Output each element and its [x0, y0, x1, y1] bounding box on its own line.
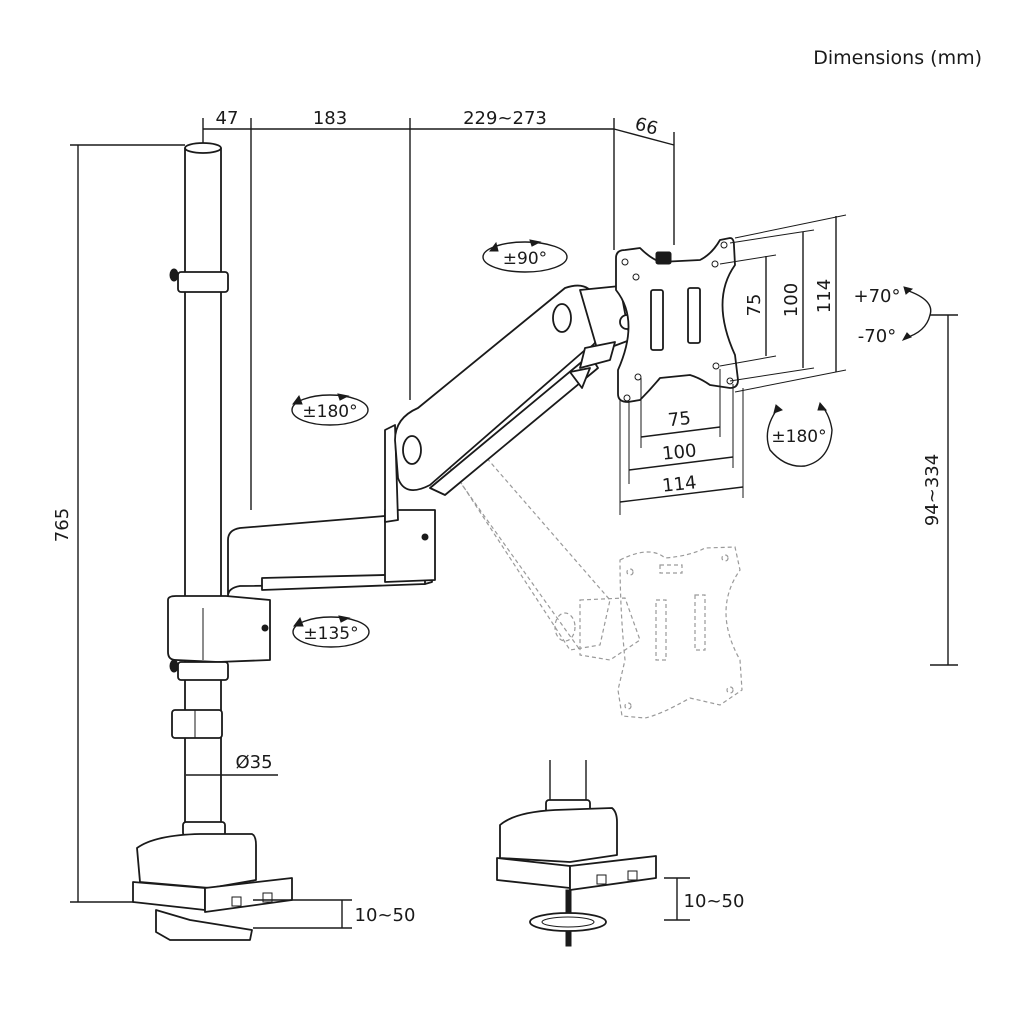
dim-total-height: 765 [52, 508, 73, 542]
dim-vesa-h-75: 75 [667, 408, 692, 431]
arm1-swivel-indicator: ±135° [292, 615, 370, 648]
dim-vesa-h-114: 114 [661, 472, 697, 496]
dim-vesa-v-75: 75 [744, 294, 765, 317]
dim-pole-offset: 47 [216, 108, 239, 129]
desk-clamp: 10~50 [132, 821, 416, 941]
dim-vesa-depth: 66 [633, 114, 661, 140]
dim-vesa-v-114: 114 [814, 279, 835, 313]
tilt-down-label: -70° [858, 326, 896, 347]
arm2-swivel-indicator: ±180° [291, 393, 369, 426]
total-height-dimension: 765 [52, 144, 185, 903]
grommet-mount: 10~50 [496, 760, 745, 947]
tilt-up-label: +70° [854, 286, 901, 307]
dim-clamp-range: 10~50 [355, 905, 416, 926]
dim-pole-diameter: Ø35 [235, 752, 272, 773]
tilt-indicator: +70° -70° [854, 286, 932, 347]
top-dimension-chain: 47 183 229~273 66 [202, 108, 675, 510]
dim-vesa-h-100: 100 [661, 440, 697, 464]
dim-height-adjust: 94~334 [922, 454, 943, 526]
diagram-title: Dimensions (mm) [813, 47, 982, 69]
dim-arm2-length: 229~273 [463, 108, 547, 129]
arm-2 [384, 284, 635, 523]
screen-rotation-indicator: ±180° [766, 401, 833, 467]
dim-grommet-range: 10~50 [684, 891, 745, 912]
vesa-plate [615, 237, 739, 403]
height-adjust-dimension: 94~334 [922, 314, 958, 666]
vesa-horizontal-dimensions: 75 100 114 [619, 369, 744, 515]
pole-diameter-dimension: Ø35 [186, 752, 278, 776]
swivel-head-label: ±90° [503, 249, 547, 269]
arm1-swivel-label: ±135° [303, 624, 358, 644]
arm-1 [227, 509, 436, 597]
pole-joint [167, 595, 271, 681]
screen-rotation-label: ±180° [771, 427, 826, 447]
vesa-vertical-dimensions: 75 100 114 [719, 214, 847, 393]
dim-arm1-length: 183 [313, 108, 347, 129]
arm2-swivel-label: ±180° [302, 402, 357, 422]
pole [169, 142, 229, 829]
swivel-head-indicator: ±90° [482, 239, 568, 273]
dim-vesa-v-100: 100 [781, 283, 802, 317]
